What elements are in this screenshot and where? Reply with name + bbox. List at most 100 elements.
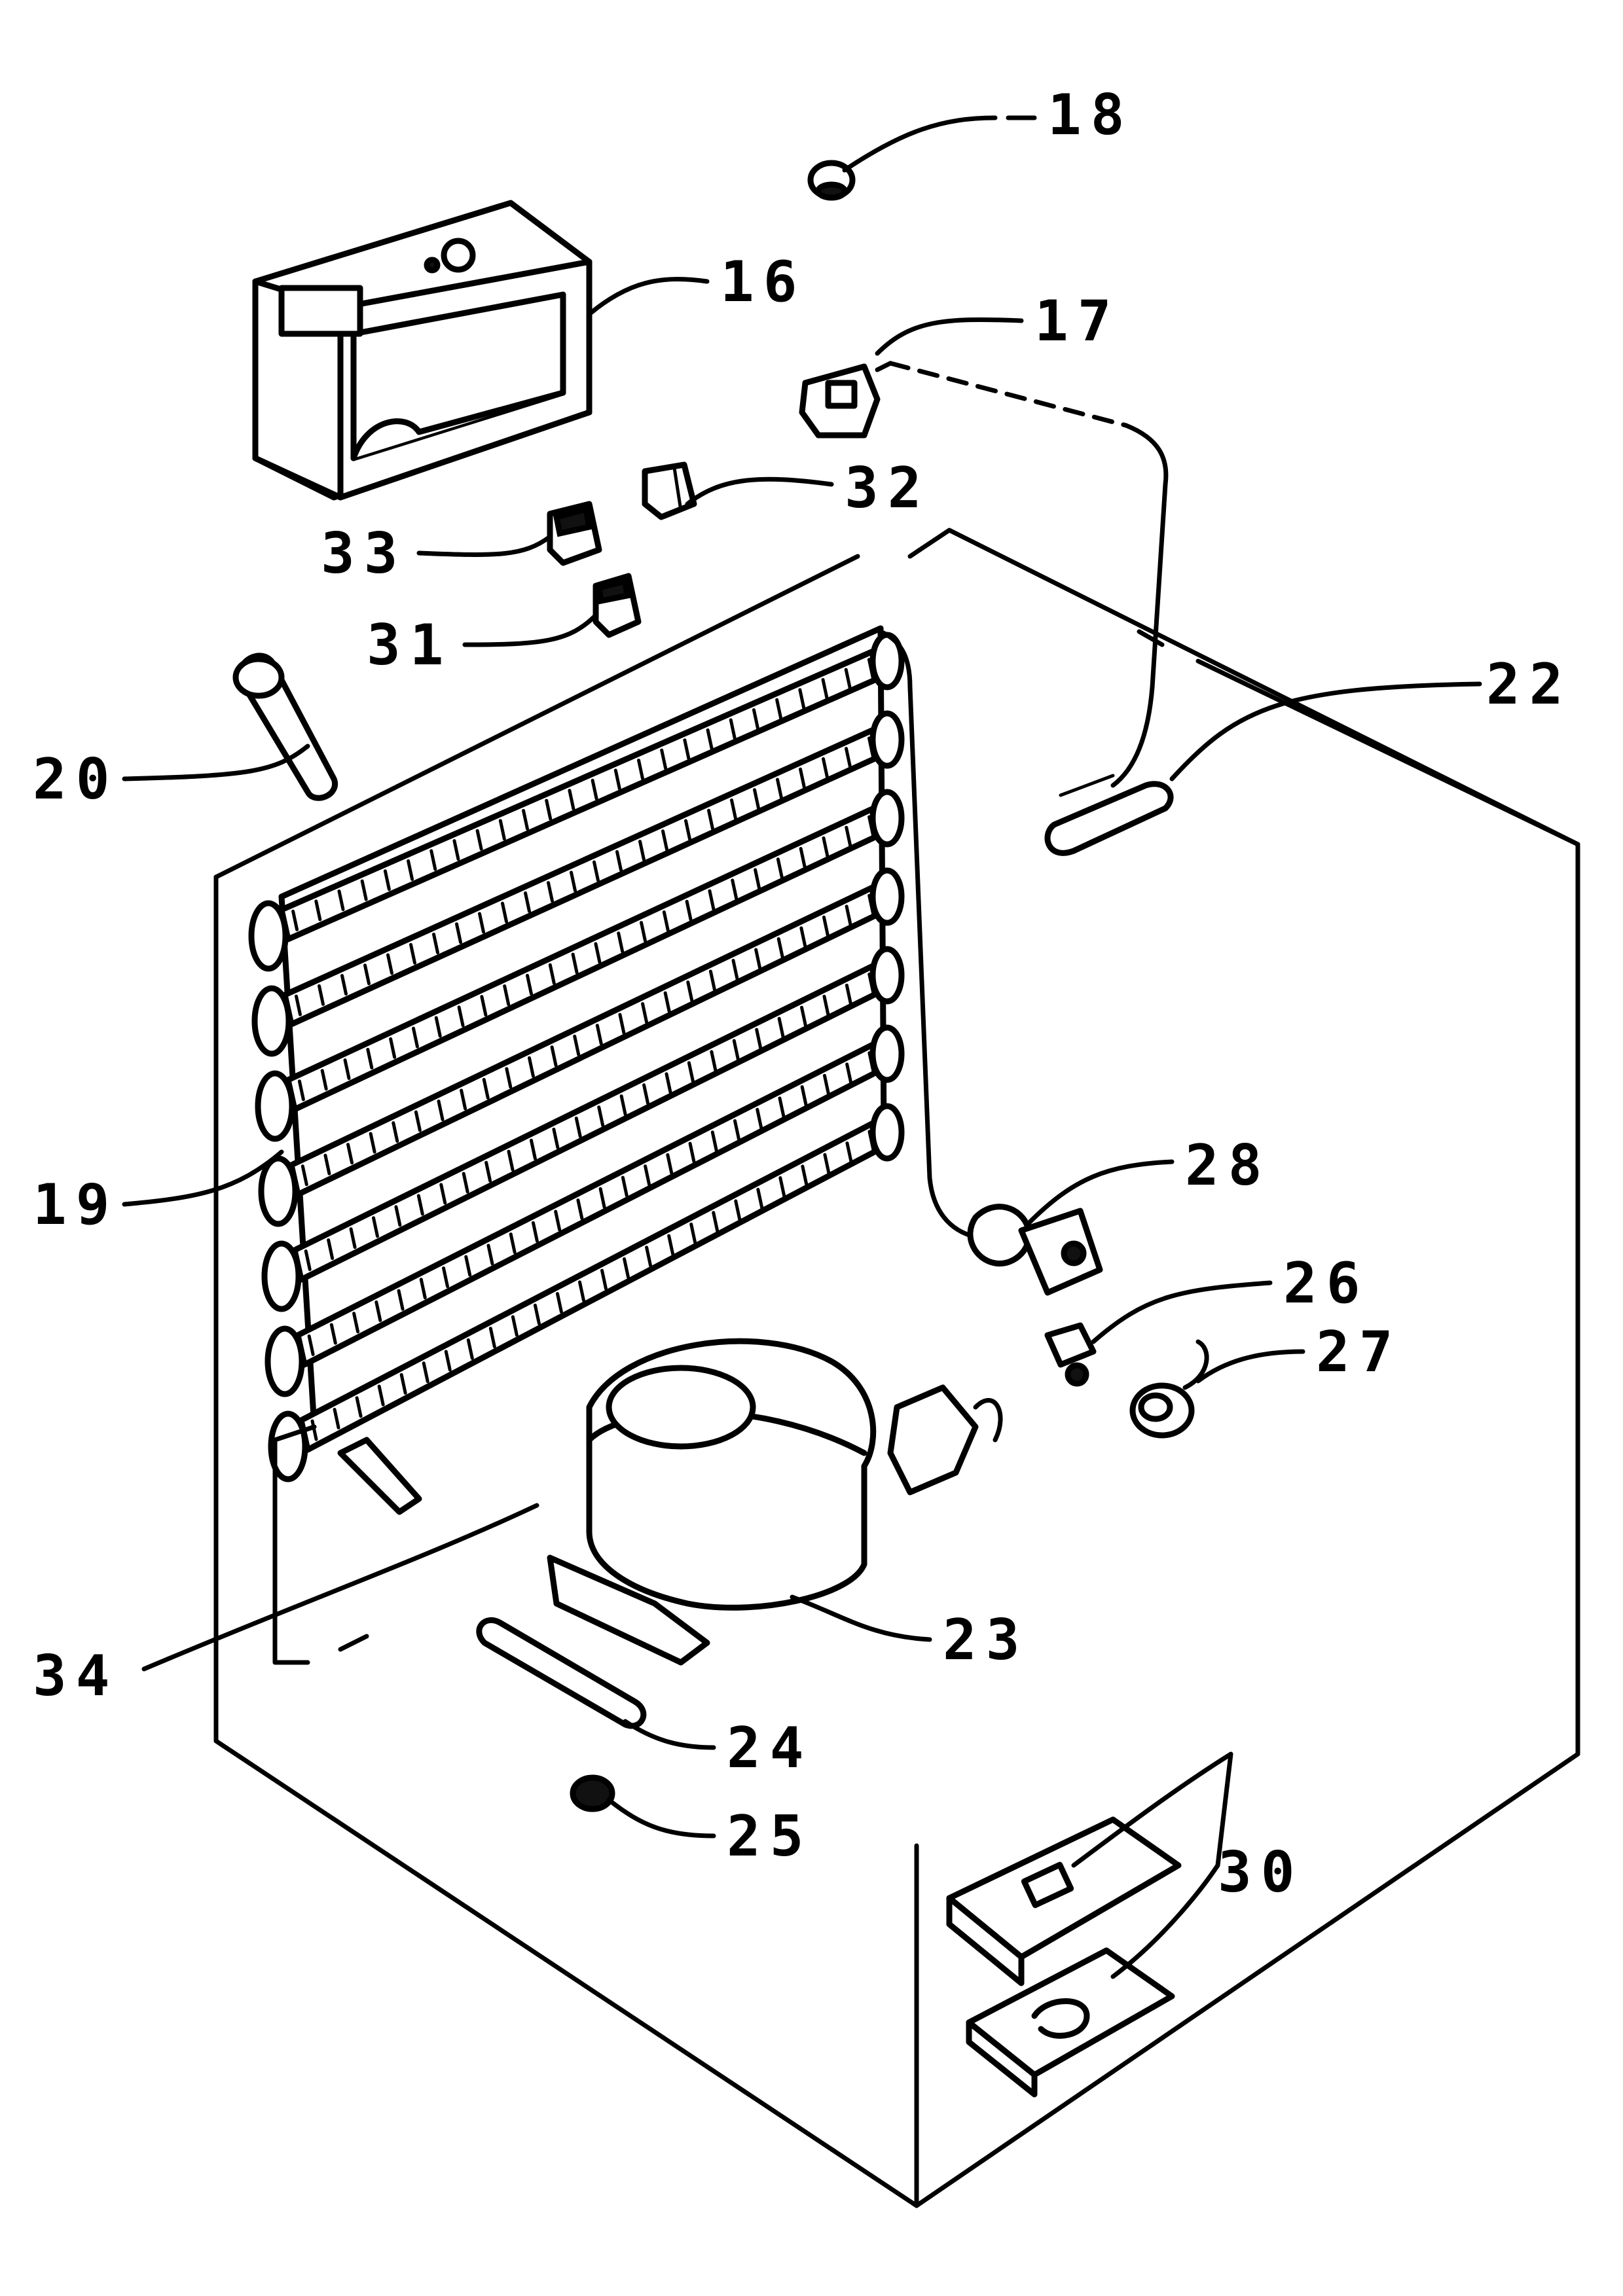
coil-fin: [310, 1419, 318, 1441]
coil-fin: [455, 922, 462, 944]
coil-fin: [568, 789, 575, 811]
coil-fin: [752, 708, 759, 730]
coil-fin: [466, 1338, 474, 1360]
thermostat-part-17: [799, 361, 1169, 788]
coil-fin: [799, 767, 806, 789]
coil-fin: [640, 921, 647, 943]
coil-fin: [822, 836, 830, 858]
label-30: 30: [1218, 1840, 1304, 1905]
coil-fin: [710, 1050, 718, 1072]
electrical-box-part-30: [946, 1816, 1182, 2098]
coil-fin: [753, 788, 760, 810]
coil-fin: [821, 677, 829, 700]
coil-fin: [615, 850, 623, 872]
coil-fin: [729, 718, 737, 740]
coil-fin: [524, 891, 531, 913]
label-32: 32: [845, 456, 931, 521]
coil-fin: [636, 759, 644, 781]
coil-fin: [386, 953, 393, 975]
coil-fin: [844, 668, 852, 690]
coil-fin: [343, 1058, 351, 1081]
coil-fin: [776, 857, 784, 880]
coil-fin: [823, 1153, 831, 1175]
coil-bend: [869, 946, 905, 1005]
coil-fin: [644, 1164, 651, 1187]
coil-fin: [457, 1005, 465, 1028]
coil-fin: [484, 1160, 492, 1183]
coil-fin: [460, 1088, 467, 1111]
coil-fin: [377, 1384, 385, 1407]
coil-fin: [374, 1300, 382, 1322]
coil-fin: [480, 995, 488, 1017]
coil-fin: [613, 768, 621, 791]
coil-fin: [349, 1227, 357, 1249]
coil-fin: [503, 984, 511, 1007]
coil-fin: [555, 1292, 563, 1314]
coil-fin: [531, 1221, 539, 1243]
coil-fin: [619, 1094, 627, 1117]
coil-fin: [409, 942, 416, 965]
coil-fin: [660, 748, 668, 770]
coil-fin: [661, 829, 668, 852]
label-17: 17: [1034, 289, 1121, 354]
clip-part-33: [547, 501, 602, 566]
coil-fin: [574, 1116, 582, 1138]
coil-fin: [505, 1067, 513, 1089]
coil-fin: [529, 1138, 537, 1160]
coil-fin: [429, 849, 437, 871]
coil-fin: [314, 899, 322, 922]
label-27: 27: [1316, 1319, 1402, 1385]
coil-fin: [486, 1244, 494, 1266]
coil-fin: [754, 868, 761, 890]
coil-fin: [598, 1187, 606, 1209]
coil-bend: [268, 1410, 308, 1482]
relay-part-28: [967, 1204, 1103, 1296]
coil-fin: [595, 1024, 603, 1046]
coil-fin: [708, 969, 716, 992]
coil-fin: [778, 1096, 786, 1119]
coil-bend: [869, 789, 905, 848]
coil-fin: [734, 1199, 742, 1221]
label-24: 24: [727, 1715, 813, 1781]
coil-fin: [297, 1079, 305, 1102]
coil-fin: [482, 1077, 490, 1100]
coil-fin: [756, 1187, 764, 1210]
coil-fin: [710, 1130, 718, 1153]
coil-fin: [645, 1246, 653, 1268]
coil-fin: [776, 937, 784, 959]
coil-fin: [439, 1183, 447, 1205]
label-33: 33: [321, 521, 407, 586]
sensor-bulb-part-22: [1044, 774, 1174, 856]
coil-fin: [867, 815, 875, 837]
grommet-part-27: [1129, 1339, 1209, 1439]
coil-fin: [571, 952, 579, 975]
coil-fin: [462, 1172, 469, 1194]
coil-fin: [686, 980, 694, 1003]
coil-fin: [687, 1061, 695, 1083]
coil-fin: [363, 963, 371, 986]
coil-fin: [414, 1110, 422, 1132]
coil-fin: [333, 1407, 340, 1429]
coil-fin: [392, 1121, 399, 1143]
coil-fin: [501, 901, 508, 924]
clip-part-32: [642, 461, 697, 520]
coil-fin: [416, 1194, 424, 1216]
label-19: 19: [33, 1172, 119, 1238]
coil-fin: [623, 1257, 630, 1279]
coil-fin: [576, 1198, 584, 1221]
coil-fin: [845, 983, 852, 1005]
coil-fin: [756, 1107, 763, 1130]
coil-fin: [369, 1132, 376, 1154]
coil-fin: [712, 1211, 720, 1233]
coil-fin: [399, 1372, 407, 1395]
plug-part-25: [570, 1774, 615, 1812]
label-31: 31: [367, 613, 453, 678]
coil-fin: [600, 1268, 608, 1291]
coil-bend: [264, 1325, 305, 1397]
coil-fin: [689, 1222, 697, 1244]
label-22: 22: [1486, 652, 1573, 717]
coil-fin: [545, 798, 553, 821]
coil-fin: [554, 1210, 562, 1232]
coil-fin: [320, 1069, 328, 1091]
coil-bend: [869, 1024, 905, 1083]
